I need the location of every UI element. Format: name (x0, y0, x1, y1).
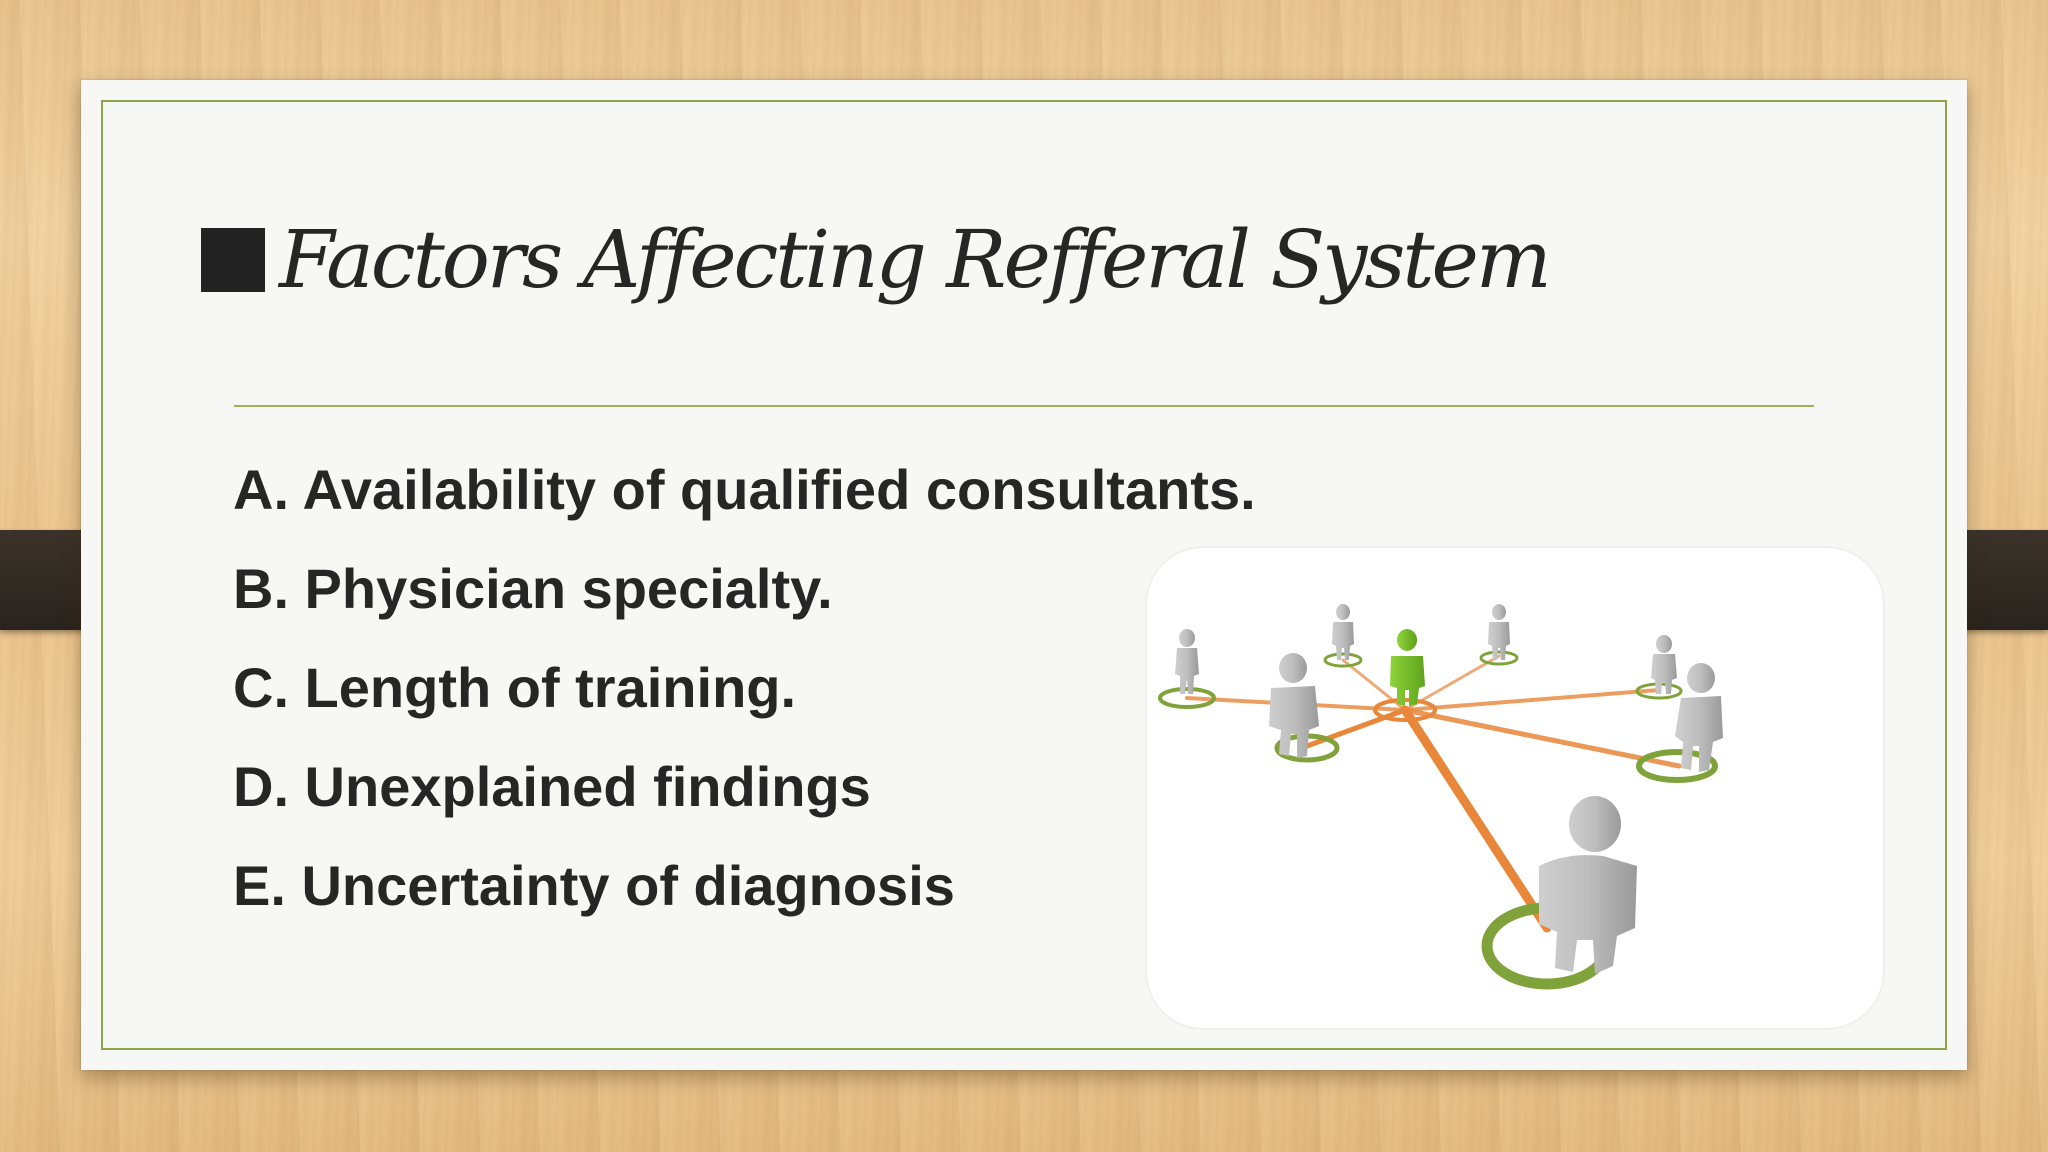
network-of-people-icon (1158, 604, 1723, 990)
slide-title-row: Factors Affecting Refferal System (201, 213, 1552, 306)
bullet-item: C. Length of training. (233, 656, 797, 719)
bullet-item: D. Unexplained findings (233, 755, 871, 818)
bullet-item: E. Uncertainty of diagnosis (233, 854, 955, 917)
person-figure-icon (1675, 663, 1723, 772)
bullet-list: A. Availability of qualified consultants… (233, 440, 1256, 935)
slide: Factors Affecting Refferal System A. Ava… (81, 80, 1967, 1070)
title-square-bullet-icon (201, 228, 265, 292)
person-figure-icon (1651, 635, 1677, 694)
person-figure-icon (1269, 653, 1319, 758)
slide-title: Factors Affecting Refferal System (279, 213, 1552, 306)
person-figure-icon (1488, 604, 1510, 660)
slide-border (101, 100, 1947, 1050)
bullet-item: A. Availability of qualified consultants… (233, 458, 1256, 521)
person-figure-large-icon (1539, 796, 1637, 974)
title-divider (234, 405, 1814, 407)
person-figure-highlighted-icon (1390, 629, 1425, 706)
bullet-item: B. Physician specialty. (233, 557, 833, 620)
person-figure-icon (1332, 604, 1354, 660)
person-figure-icon (1175, 629, 1199, 694)
network-illustration (1147, 548, 1883, 1028)
